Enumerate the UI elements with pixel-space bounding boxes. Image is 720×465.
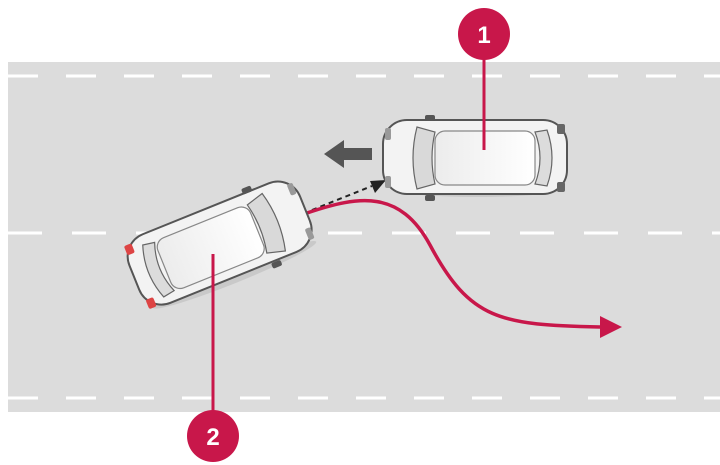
- callout-2-number: 2: [206, 424, 219, 451]
- own-vehicle: [124, 180, 317, 309]
- lane-markings: [8, 74, 720, 400]
- collision-path-arrow-icon: [306, 198, 622, 338]
- callout-2: 2: [187, 254, 239, 462]
- callout-2-badge: [187, 410, 239, 462]
- vehicle-top-view-icon: [124, 180, 317, 309]
- callout-1: 1: [458, 8, 510, 150]
- callout-1-badge: [458, 8, 510, 60]
- vehicle-top-view-icon: [382, 115, 568, 201]
- detection-arrow: [311, 180, 386, 211]
- callout-1-number: 1: [477, 22, 490, 49]
- vehicle-ahead: [382, 115, 568, 201]
- road-surface: [8, 62, 720, 412]
- direction-arrow-icon: [324, 140, 372, 168]
